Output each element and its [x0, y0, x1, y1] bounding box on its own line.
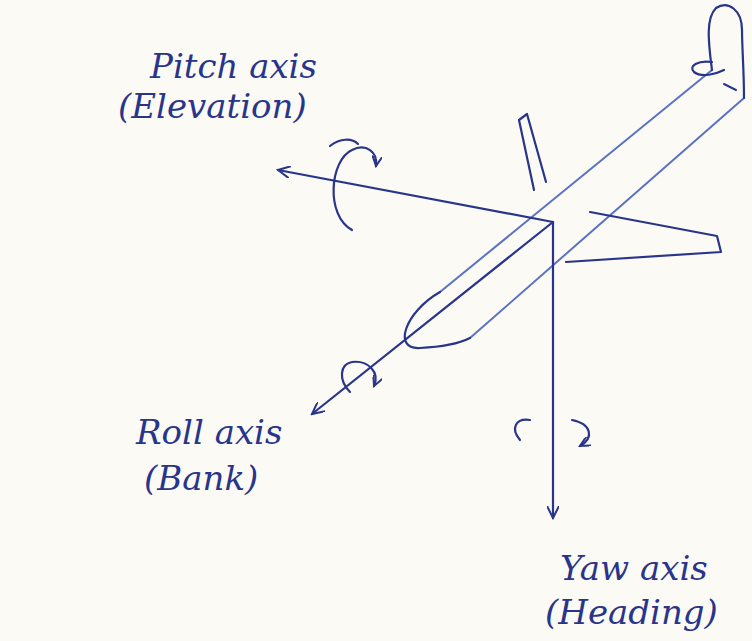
rotation-arrows: [330, 140, 589, 446]
axis-name: Yaw axis: [560, 550, 708, 587]
airplane-sketch: [405, 5, 744, 348]
axis-lines: [278, 170, 553, 518]
axis-alias: (Elevation): [118, 88, 307, 125]
axis-alias: (Heading): [545, 594, 718, 631]
axis-name: Roll axis: [136, 414, 282, 451]
axis-alias: (Bank): [144, 460, 258, 497]
axis-name: Pitch axis: [150, 48, 317, 85]
